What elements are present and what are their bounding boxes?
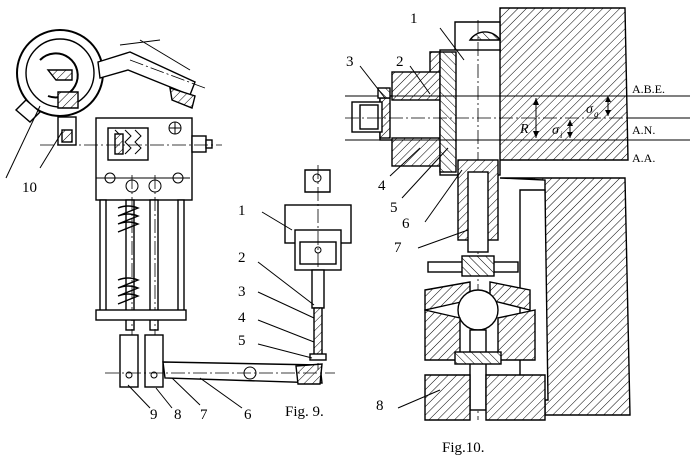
figure-9-mechanism <box>14 29 352 388</box>
sigma-i-symbol: σ <box>552 123 560 138</box>
fig10-label-4: 4 <box>378 178 386 194</box>
fig9-label-9: 9 <box>150 407 158 423</box>
figure-10-leaders <box>359 27 469 409</box>
sigma-g-symbol: σ <box>586 102 594 117</box>
fig10-caption: Fig.10. <box>442 440 485 456</box>
fig9-label-7: 7 <box>200 407 208 423</box>
fig10-label-6: 6 <box>402 216 410 232</box>
fig9-label-10: 10 <box>22 180 37 196</box>
figure-9-leaders <box>5 105 315 409</box>
fig10-label-1: 1 <box>410 11 418 27</box>
fig10-label-8: 8 <box>376 398 384 414</box>
fig9-label-4: 4 <box>238 310 246 326</box>
axis-label-aa: A.A. <box>632 151 655 165</box>
fig10-label-3: 3 <box>346 54 354 70</box>
fig9-label-6: 6 <box>244 407 252 423</box>
fig9-label-5: 5 <box>238 333 246 349</box>
fig9-label-8: 8 <box>174 407 182 423</box>
fig10-ball <box>457 289 499 331</box>
figure-10-labels: 1 2 3 4 5 6 7 8 A.B.E. A.N. A.A. R σ i σ… <box>346 11 665 456</box>
fig9-label-2: 2 <box>238 250 246 266</box>
figure-9-labels: 1 2 3 4 5 10 9 8 7 6 Fig. 9. <box>22 180 324 423</box>
radius-label: R <box>519 122 529 137</box>
axis-label-abe: A.B.E. <box>632 82 665 96</box>
figure-10-section <box>345 7 690 421</box>
sigma-g-subscript: g <box>594 109 599 119</box>
fig10-label-7: 7 <box>394 240 402 256</box>
fig10-part-2 <box>391 71 443 101</box>
fig9-caption: Fig. 9. <box>285 404 324 420</box>
fig10-label-5: 5 <box>390 200 398 216</box>
fig9-label-1: 1 <box>238 203 246 219</box>
fig10-label-2: 2 <box>396 54 404 70</box>
sigma-i-subscript: i <box>560 130 563 140</box>
axis-label-an: A.N. <box>632 123 655 137</box>
fig9-label-3: 3 <box>238 284 246 300</box>
